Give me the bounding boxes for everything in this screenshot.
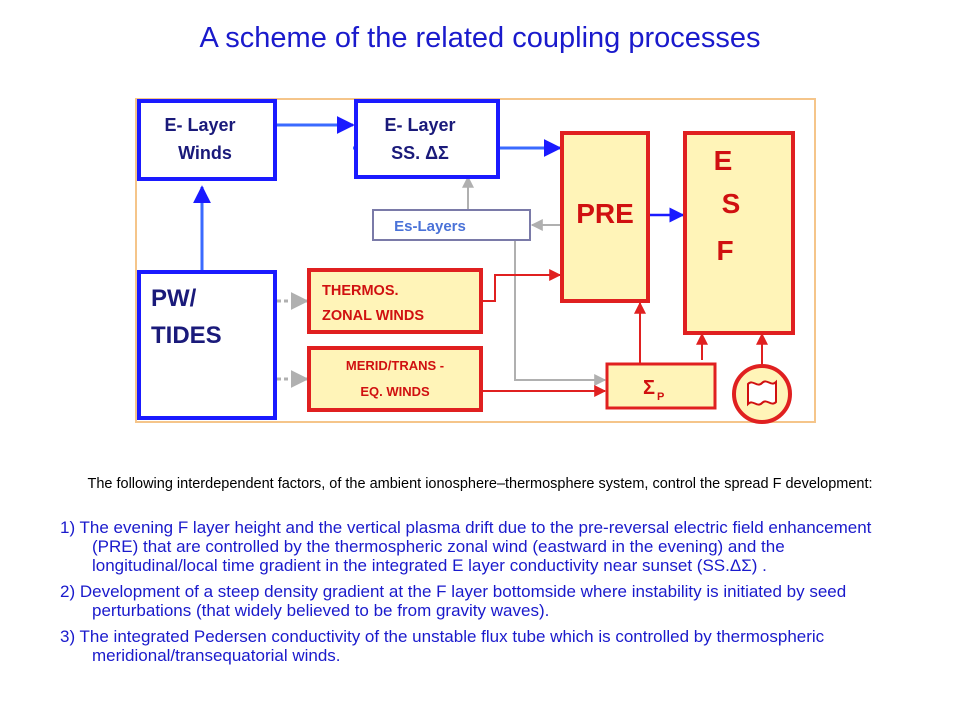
page-title: A scheme of the related coupling process…	[199, 22, 761, 54]
node-esf: E S F	[683, 131, 795, 335]
e-layer-winds-line1: E- Layer	[164, 115, 235, 135]
seed-perturbation-icon	[732, 364, 792, 424]
factor-3: 3) The integrated Pedersen conductivity …	[60, 627, 825, 665]
node-es-layers: Es-Layers	[372, 209, 531, 241]
es-layers-label: Es-Layers	[394, 218, 466, 235]
node-pre: PRE	[560, 131, 650, 303]
node-sigma-p: Σ P	[605, 362, 717, 410]
node-pw-tides: PW/ TIDES	[137, 270, 277, 420]
arrow-thermos-to-pre	[481, 269, 562, 302]
tides-label: TIDES	[151, 322, 222, 349]
esf-letter-s: S	[722, 188, 741, 219]
factor-1: 1) The evening F layer height and the ve…	[60, 518, 872, 575]
coupling-diagram: E- Layer Winds E- Layer SS. ΔΣ Es-Layers…	[135, 98, 816, 424]
sigma-subscript: P	[657, 391, 664, 403]
thermos-line1: THERMOS.	[322, 283, 399, 299]
intro-text: The following interdependent factors, of…	[87, 476, 873, 492]
node-e-layer-winds: E- Layer Winds	[137, 99, 277, 181]
e-layer-ss-line1: E- Layer	[384, 115, 455, 135]
factor-list: 1) The evening F layer height and the ve…	[60, 518, 915, 672]
node-thermos: THERMOS. ZONAL WINDS	[307, 268, 483, 334]
node-merid: MERID/TRANS - EQ. WINDS	[307, 346, 483, 412]
sigma-symbol: Σ	[643, 377, 655, 399]
merid-line1: MERID/TRANS -	[346, 358, 444, 373]
factor-2: 2) Development of a steep density gradie…	[60, 582, 847, 620]
merid-line2: EQ. WINDS	[360, 384, 430, 399]
esf-letter-f: F	[716, 235, 733, 266]
connectors	[193, 116, 768, 397]
esf-letter-e: E	[714, 145, 733, 176]
node-e-layer-ss: E- Layer SS. ΔΣ	[354, 99, 500, 179]
arrow-es-to-sigma	[514, 240, 607, 386]
pw-label: PW/	[151, 285, 197, 312]
e-layer-ss-line2: SS. ΔΣ	[391, 143, 449, 163]
pre-label: PRE	[576, 198, 634, 229]
thermos-line2: ZONAL WINDS	[322, 308, 424, 324]
e-layer-winds-line2: Winds	[178, 143, 232, 163]
